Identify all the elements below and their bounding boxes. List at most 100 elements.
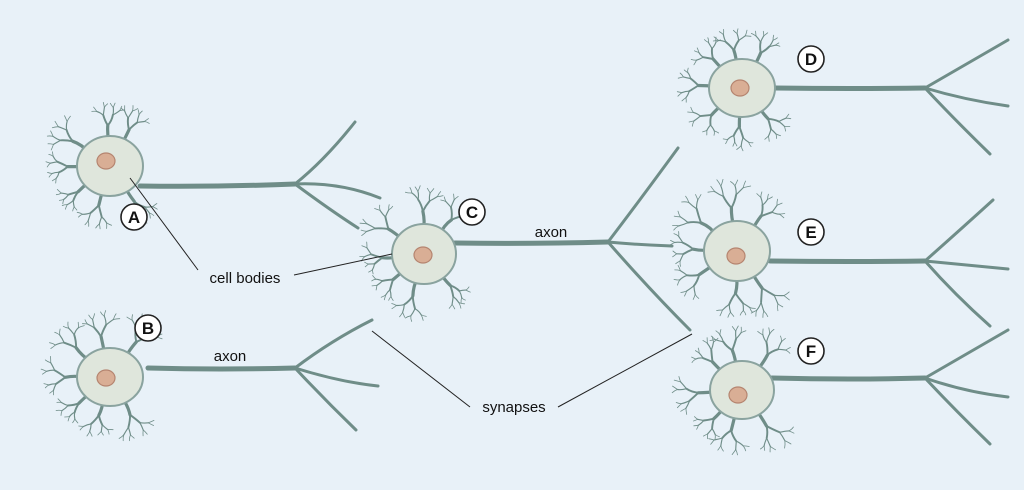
dendrite-branch xyxy=(744,35,752,37)
dendrite-branch xyxy=(679,270,688,276)
dendrite-branch xyxy=(374,208,381,211)
dendrite-branch xyxy=(759,211,774,218)
axon-c-terminal-mid xyxy=(606,240,674,248)
dendrite-branch xyxy=(756,193,762,198)
dendrite-branch xyxy=(681,90,690,94)
leader-cell-bodies-c xyxy=(293,253,393,276)
dendrite-branch xyxy=(765,333,771,343)
dendrite-branch xyxy=(722,195,733,209)
dendrite-branch xyxy=(780,335,782,343)
axon-b-terminal-mid xyxy=(293,366,380,388)
badge-ring xyxy=(458,198,486,226)
text-labels: cell bodies synapses axon axon xyxy=(210,224,568,416)
dendrite-branch xyxy=(734,141,738,147)
neuron-a: A xyxy=(45,102,158,231)
dendrite-branch xyxy=(688,201,698,210)
dendrite-branch xyxy=(73,333,78,349)
axon-e-terminal-mid xyxy=(923,259,1010,271)
dendrite-branch xyxy=(760,301,765,312)
dendrite-branch xyxy=(370,253,384,259)
dendrite-branch xyxy=(100,311,105,317)
dendrite-branch xyxy=(760,35,765,43)
dendrite-branch xyxy=(137,109,140,116)
dendrite-branch xyxy=(100,324,107,338)
axon-a-terminal-mid xyxy=(293,182,382,200)
neuron-letter-badge-b: B xyxy=(134,314,162,342)
dendrite-branch xyxy=(718,31,724,35)
dendrite-branch xyxy=(379,209,386,218)
dendrite-branch xyxy=(388,296,392,301)
dendrite-branch xyxy=(88,314,93,320)
dendrite-branch xyxy=(720,445,724,452)
dendrite-branch xyxy=(695,357,704,360)
dendrite-branch xyxy=(779,430,790,433)
dendrite-branch xyxy=(82,212,92,215)
dendrite-branch xyxy=(67,190,80,196)
dendrite-branch xyxy=(735,440,737,451)
dendrite-branch xyxy=(63,194,70,200)
dendrite-branch xyxy=(138,110,143,116)
dendrite-branch xyxy=(682,76,692,80)
dendrite-branch xyxy=(691,358,697,363)
dendrite-branch xyxy=(765,425,781,434)
dendrite-branch xyxy=(672,385,678,390)
dendrite-branch xyxy=(72,418,76,424)
dendrite-branch xyxy=(414,186,419,192)
dendrite-branch xyxy=(759,45,771,54)
dendrite-branch xyxy=(448,303,453,309)
dendrite-branch xyxy=(702,417,715,422)
dendrite-branch xyxy=(395,303,405,307)
axon-b xyxy=(145,365,298,372)
dendrite-branch xyxy=(44,359,52,364)
dendrite-branch xyxy=(129,434,131,442)
dendrite-branch xyxy=(728,303,732,313)
axon-label-b: axon xyxy=(214,348,247,365)
dendrite-branch xyxy=(103,315,107,326)
dendrite-branch xyxy=(677,76,684,79)
dendrite-branch xyxy=(762,310,765,318)
dendrite-branch xyxy=(144,206,150,214)
dendrite-branch xyxy=(733,29,738,34)
dendrite-branch xyxy=(714,191,724,197)
dendrite-branch xyxy=(127,110,134,119)
neuron-letter-badge-e: E xyxy=(797,218,825,246)
dendrite-branch xyxy=(761,198,769,206)
dendrite-branch xyxy=(733,135,736,143)
dendrite-branch xyxy=(384,209,390,218)
dendrite-branch xyxy=(59,334,65,344)
dendrite-branch xyxy=(84,220,89,226)
dendrite-branch xyxy=(57,398,62,403)
axon-b-terminal-up xyxy=(293,318,374,370)
dendrite-branch xyxy=(731,449,737,455)
dendrite-branch xyxy=(409,187,413,194)
nucleus-e xyxy=(726,247,746,265)
dendrite-branch xyxy=(375,285,378,291)
dendrite-branch xyxy=(68,327,75,336)
dendrite-branch xyxy=(763,445,766,451)
dendrite-branch xyxy=(58,165,69,174)
dendrite-branch xyxy=(779,431,786,442)
dendrite-branch xyxy=(42,370,47,375)
neuron-d: D xyxy=(676,28,825,152)
badge-ring xyxy=(120,203,148,231)
dendrite-branch xyxy=(123,426,129,436)
dendrite-branch xyxy=(770,128,777,135)
dendrite-branch xyxy=(697,347,700,354)
dendrite-branch xyxy=(727,311,731,318)
dendrite-branch xyxy=(65,129,74,143)
dendrite-branch xyxy=(756,301,762,311)
dendrite-branch xyxy=(411,294,416,310)
dendrite-branch xyxy=(697,418,705,422)
dendrite-branch xyxy=(373,256,384,265)
dendrite-branch xyxy=(113,318,121,320)
dendrite-branch xyxy=(691,356,697,360)
neuron-letter-c: C xyxy=(466,203,478,222)
dendrite-branch xyxy=(696,199,699,210)
dendrite-branch xyxy=(740,145,744,152)
dendrite-branch xyxy=(695,350,700,354)
dendrite-branch xyxy=(445,200,452,208)
dendrite-branch xyxy=(144,118,149,122)
dendrite-branch xyxy=(778,117,787,123)
dendrite-branch xyxy=(74,418,79,424)
